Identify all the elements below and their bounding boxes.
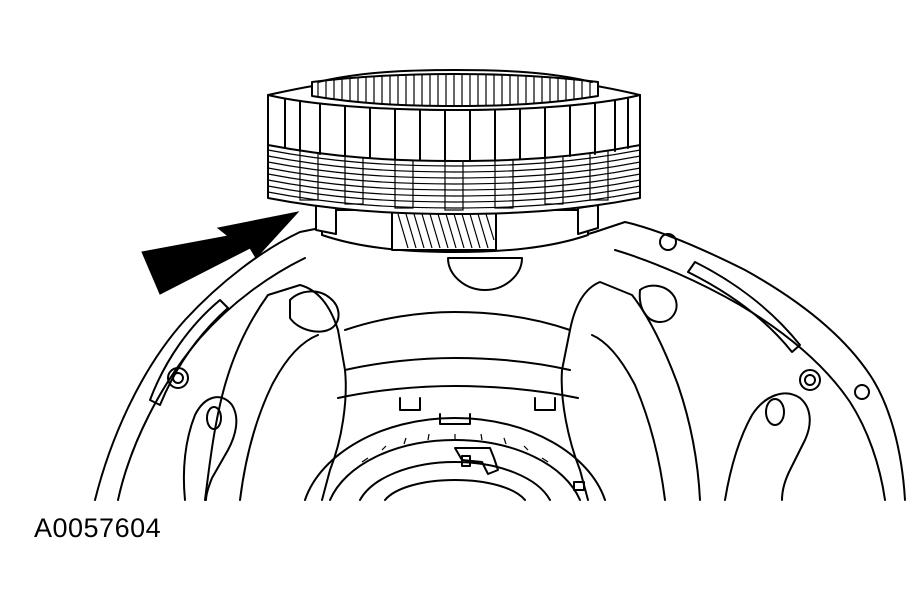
drum-splines	[284, 98, 629, 162]
cavity-lower-arc	[337, 385, 579, 399]
bolt-hole-left	[167, 367, 189, 389]
drum-slot	[573, 481, 585, 491]
cavity-upper-arc	[344, 311, 571, 331]
bolt-hole-right-inner	[804, 374, 816, 386]
case-left-wall	[204, 284, 347, 501]
case-right-housing	[724, 392, 811, 501]
cavity-lug-right	[534, 397, 556, 411]
drum-tab	[461, 455, 471, 467]
case-right-boss	[638, 284, 678, 323]
hub-left-lug	[315, 204, 337, 235]
arrow-indicator[interactable]	[141, 211, 300, 295]
center-plug	[447, 257, 523, 291]
bolt-hole-far-right	[854, 384, 870, 400]
right-housing-port	[765, 398, 785, 426]
hub-right-lug	[577, 204, 599, 235]
drum-retainer	[454, 447, 499, 475]
top-ring-teeth	[317, 74, 591, 106]
bolt-hole-top-right	[659, 233, 677, 251]
cavity-mid-arc	[344, 357, 571, 371]
hub-gear-teeth	[391, 211, 497, 251]
clutch-plates	[267, 149, 641, 209]
drum-teeth	[344, 433, 566, 479]
clutch-top-ring	[311, 73, 599, 107]
left-housing-port	[206, 406, 222, 430]
bolt-hole-right	[799, 369, 821, 391]
drum-outer-ring	[304, 417, 606, 501]
case-left-boss	[289, 290, 340, 333]
transmission-case	[94, 221, 906, 501]
case-left-rib	[239, 334, 319, 501]
bolt-hole-left-inner	[172, 372, 184, 384]
case-right-rib	[591, 334, 666, 501]
drum-inner-ring	[359, 461, 551, 501]
flange-slot-right	[687, 261, 801, 353]
case-right-wall	[560, 281, 701, 501]
top-ring-rim	[317, 69, 593, 83]
clutch-pack	[267, 69, 641, 253]
case-left-housing	[182, 396, 238, 501]
cavity-lug-left	[399, 397, 421, 411]
figure-id-label: A0057604	[34, 513, 162, 543]
cavity-lug-center	[439, 413, 471, 425]
drum-core-ring	[384, 479, 526, 501]
